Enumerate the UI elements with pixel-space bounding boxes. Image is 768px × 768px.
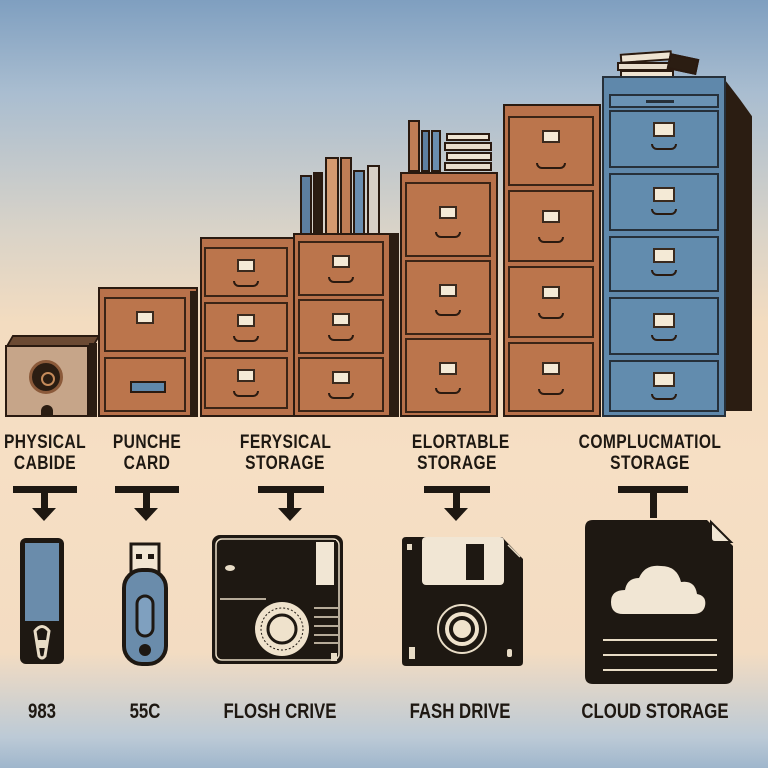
three-drawer-cabinet-a xyxy=(200,237,296,417)
connector-bar xyxy=(424,486,490,493)
cartridge-lens-icon xyxy=(29,360,63,394)
connector-stem xyxy=(41,490,48,512)
category-label: FERYSICAL STORAGE xyxy=(239,432,332,474)
category-label: COMPLUCMATIOL STORAGE xyxy=(578,432,722,474)
five-drawer-blue-cabinet xyxy=(602,76,752,417)
bottom-label: FASH DRIVE xyxy=(409,700,511,723)
binder xyxy=(300,175,312,235)
bottom-label: CLOUD STORAGE xyxy=(581,700,729,723)
binder xyxy=(353,170,365,235)
binder xyxy=(325,157,339,235)
binder xyxy=(313,172,323,235)
arrow-down-icon xyxy=(134,508,158,521)
bottom-label: 55C xyxy=(129,700,161,723)
book-stack xyxy=(446,133,490,141)
category-label: PUNCHE CARD xyxy=(112,432,182,474)
arrow-down-icon xyxy=(444,508,468,521)
two-drawer-cabinet xyxy=(98,287,202,417)
connector-bar xyxy=(115,486,179,493)
arrow-down-icon xyxy=(278,508,302,521)
book-stack xyxy=(446,152,492,161)
connector-stem xyxy=(453,490,460,512)
cartridge-icon xyxy=(18,536,66,666)
cartridge-cabinet xyxy=(5,335,101,417)
binder xyxy=(431,130,441,172)
arrow-down-icon xyxy=(32,508,56,521)
three-drawer-cabinet-c xyxy=(400,172,500,417)
binder xyxy=(421,130,430,172)
disk-icon xyxy=(210,533,345,666)
three-drawer-cabinet-b xyxy=(293,233,399,417)
bottom-label: FLOSH CRIVE xyxy=(223,700,337,723)
book-stack xyxy=(444,162,492,171)
category-label: ELORTABLE STORAGE xyxy=(411,432,510,474)
connector-stem xyxy=(143,490,150,512)
connector-bar xyxy=(618,486,688,493)
connector-stem xyxy=(650,490,657,518)
binder xyxy=(408,120,420,172)
connector-bar xyxy=(13,486,77,493)
book-stack xyxy=(444,142,492,151)
connector-bar xyxy=(258,486,324,493)
category-label: PHYSICAL CABIDE xyxy=(3,432,87,474)
connector-stem xyxy=(287,490,294,512)
binder xyxy=(340,157,352,235)
four-drawer-cabinet xyxy=(503,104,603,417)
cloud-document-icon xyxy=(583,518,735,686)
bottom-label: 983 xyxy=(27,700,57,723)
usb-drive-icon xyxy=(122,542,168,666)
binder xyxy=(367,165,380,235)
floppy-disk-icon xyxy=(400,535,525,668)
